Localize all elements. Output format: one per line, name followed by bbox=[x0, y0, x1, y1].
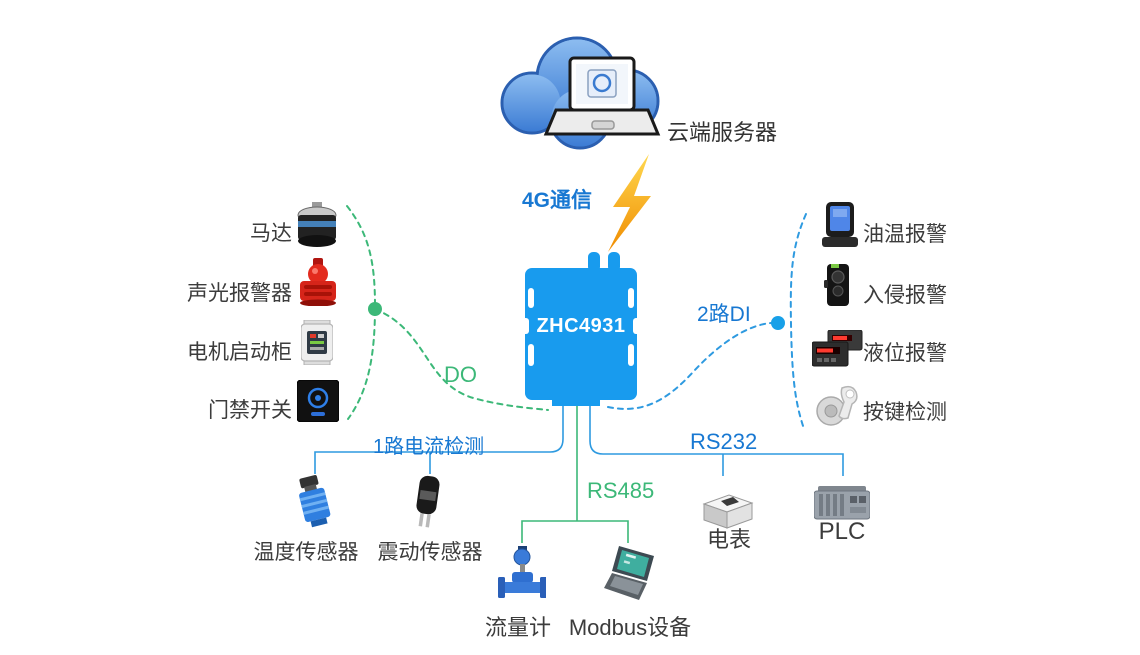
electric-meter-icon bbox=[702, 494, 754, 529]
rs485-link-label: RS485 bbox=[587, 478, 655, 503]
motor-starter-cabinet-label: 电机启动柜 bbox=[187, 341, 292, 364]
motor-starter-cabinet-icon bbox=[300, 319, 334, 366]
intrusion-alarm-icon bbox=[824, 264, 849, 306]
wan-4g-label: 4G通信 bbox=[522, 189, 593, 212]
do-junction-dot bbox=[368, 302, 382, 316]
current-link-line bbox=[314, 404, 564, 474]
motor-icon bbox=[297, 202, 337, 247]
do-link-label: DO bbox=[444, 362, 477, 387]
intrusion-alarm-label: 入侵报警 bbox=[863, 284, 947, 307]
access-switch-icon bbox=[296, 379, 340, 423]
flow-meter-icon bbox=[498, 546, 547, 598]
left-brace-line bbox=[346, 205, 377, 420]
vibration-sensor-label: 震动传感器 bbox=[377, 541, 483, 564]
do-link-line bbox=[374, 308, 549, 411]
rs232-link-line bbox=[589, 404, 844, 476]
right-brace-line bbox=[789, 213, 807, 430]
electric-meter-label: 电表 bbox=[706, 527, 751, 552]
di-link-line bbox=[607, 322, 772, 410]
key-detection-label: 按键检测 bbox=[863, 401, 947, 424]
device-model-label: ZHC4931 bbox=[536, 315, 626, 337]
vibration-sensor-icon bbox=[416, 475, 440, 528]
cloud-server-label: 云端服务器 bbox=[667, 120, 778, 145]
di-junction-dot bbox=[771, 316, 785, 330]
liquid-level-alarm-icon bbox=[811, 329, 863, 367]
zhc4931-device bbox=[522, 252, 640, 406]
lightning-icon bbox=[608, 154, 651, 252]
cloud-server-icon bbox=[500, 36, 661, 150]
temperature-sensor-label: 温度传感器 bbox=[253, 541, 359, 564]
current-link-label: 1路电流检测 bbox=[373, 436, 485, 458]
laptop-icon bbox=[543, 56, 661, 136]
key-detection-icon bbox=[816, 385, 858, 426]
modbus-device-icon bbox=[604, 546, 654, 600]
plc-icon bbox=[813, 486, 871, 520]
liquid-level-alarm-label: 液位报警 bbox=[863, 342, 947, 365]
modbus-device-label: Modbus设备 bbox=[568, 615, 692, 640]
oil-temp-alarm-icon bbox=[822, 202, 858, 247]
rs232-link-label: RS232 bbox=[690, 429, 758, 454]
motor-label: 马达 bbox=[250, 222, 292, 245]
di-link-label: 2路DI bbox=[697, 303, 751, 326]
temperature-sensor-icon bbox=[299, 475, 331, 528]
sound-light-alarm-label: 声光报警器 bbox=[187, 282, 292, 305]
flow-meter-label: 流量计 bbox=[484, 615, 551, 640]
rs485-bracket-line bbox=[521, 520, 629, 543]
sound-light-alarm-icon bbox=[300, 258, 336, 307]
plc-label: PLC bbox=[818, 518, 866, 545]
access-switch-label: 门禁开关 bbox=[208, 399, 292, 422]
oil-temp-alarm-label: 油温报警 bbox=[863, 223, 947, 246]
